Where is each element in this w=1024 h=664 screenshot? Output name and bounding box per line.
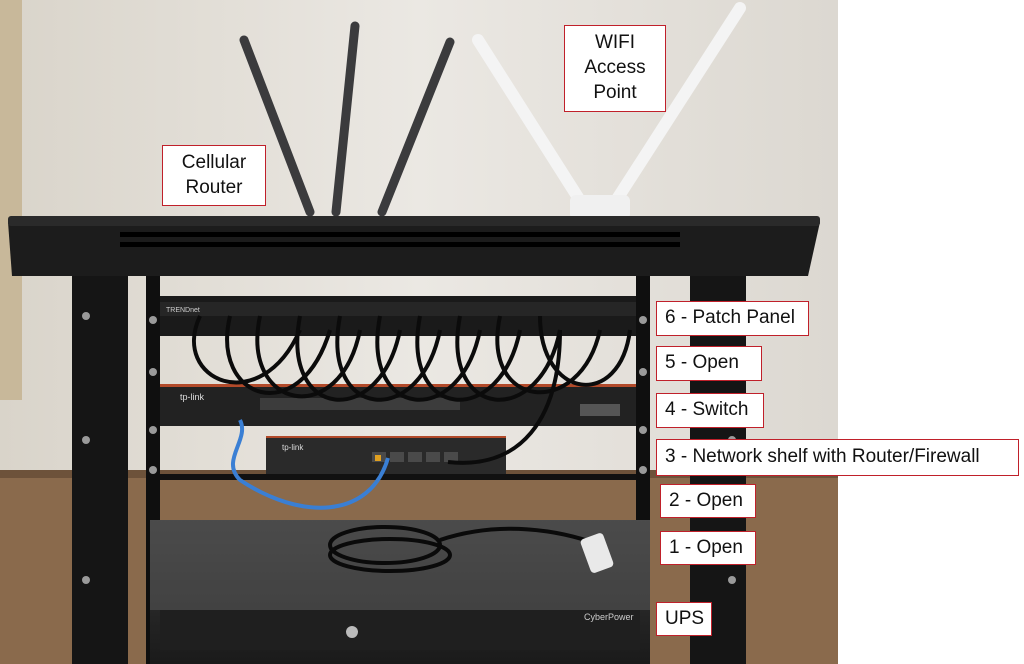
label-patch-panel: 6 - Patch Panel bbox=[656, 301, 809, 336]
label-cellular-router: Cellular Router bbox=[162, 145, 266, 206]
label-open-1-text: 1 - Open bbox=[669, 536, 743, 558]
patch-cables bbox=[192, 315, 632, 465]
label-open-2: 2 - Open bbox=[660, 484, 756, 518]
switch-brand: tp-link bbox=[180, 392, 205, 402]
label-switch: 4 - Switch bbox=[656, 393, 764, 428]
network-switch: tp-link bbox=[160, 384, 636, 426]
router-brand: tp-link bbox=[282, 443, 304, 452]
ups-unit: CyberPower bbox=[150, 520, 650, 664]
label-wifi-line3: Point bbox=[593, 81, 637, 103]
patch-panel-brand: TRENDnet bbox=[166, 307, 200, 314]
label-wifi-line2: Access bbox=[584, 57, 646, 79]
label-open-1: 1 - Open bbox=[660, 531, 756, 565]
label-ups-text: UPS bbox=[665, 607, 705, 629]
label-open-2-text: 2 - Open bbox=[669, 489, 743, 511]
label-patch-panel-text: 6 - Patch Panel bbox=[665, 307, 795, 329]
label-cellular-router-line2: Router bbox=[185, 176, 243, 198]
patch-panel: TRENDnet bbox=[160, 296, 636, 336]
blue-ethernet-cable bbox=[231, 419, 390, 510]
label-open-5: 5 - Open bbox=[656, 346, 762, 381]
door-frame bbox=[0, 0, 22, 400]
rack-post-left bbox=[72, 276, 128, 664]
label-wifi-access-point: WIFI Access Point bbox=[564, 25, 666, 112]
label-wifi-line1: WIFI bbox=[594, 32, 636, 54]
label-ups: UPS bbox=[656, 602, 712, 636]
ups-brand: CyberPower bbox=[584, 612, 634, 622]
label-cellular-router-line1: Cellular bbox=[181, 151, 247, 173]
label-switch-text: 4 - Switch bbox=[665, 399, 749, 421]
label-network-shelf: 3 - Network shelf with Router/Firewall bbox=[656, 439, 1019, 476]
rack-top-shelf bbox=[8, 216, 820, 276]
cellular-router-antennas bbox=[239, 21, 455, 217]
wifi-access-point-antennas bbox=[472, 2, 746, 216]
label-network-shelf-text: 3 - Network shelf with Router/Firewall bbox=[665, 446, 980, 468]
label-open-5-text: 5 - Open bbox=[665, 352, 739, 374]
